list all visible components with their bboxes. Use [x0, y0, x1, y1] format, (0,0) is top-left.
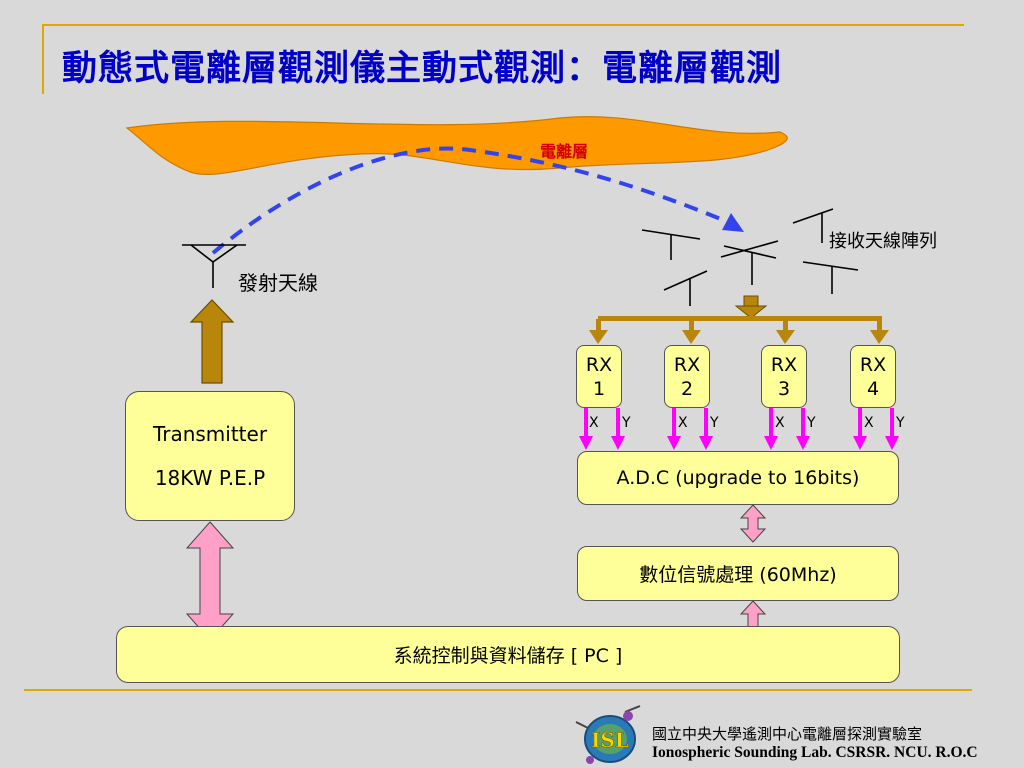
dsp-box: 數位信號處理 (60Mhz) [577, 546, 899, 601]
footer-chinese: 國立中央大學遙測中心電離層探測實驗室 [652, 725, 923, 743]
logo-text: ISL [591, 728, 629, 752]
xy-label-y: Y [622, 415, 631, 431]
xy-label-x: X [589, 415, 599, 431]
rx-box-2: RX 2 [664, 345, 710, 408]
rx-box-number: 2 [680, 377, 694, 400]
adc-box: A.D.C (upgrade to 16bits) [577, 451, 899, 505]
rx-box-number: 4 [866, 377, 880, 400]
rx-box-number: 3 [777, 377, 791, 400]
rx-distribution-bar [589, 316, 889, 344]
ionosphere-label: 電離層 [540, 142, 589, 161]
rx-box-label: RX [673, 353, 701, 376]
tx-antenna-icon [182, 244, 246, 288]
rx-box-4: RX 4 [850, 345, 896, 408]
propagation-arrowhead [722, 213, 744, 232]
propagation-path [211, 146, 736, 255]
footer-rule [24, 689, 972, 691]
xy-label-y: Y [710, 415, 719, 431]
transmitter-line1: Transmitter [152, 422, 268, 446]
footer-english: Ionospheric Sounding Lab. CSRSR. NCU. R.… [652, 744, 978, 761]
tx-up-arrow [189, 299, 235, 384]
rx-box-1: RX 1 [576, 345, 622, 408]
isl-logo-icon: ISL [575, 705, 641, 764]
title-left-rule [42, 24, 44, 94]
xy-label-x: X [775, 415, 785, 431]
xy-label-y: Y [807, 415, 816, 431]
xy-label-x: X [678, 415, 688, 431]
rx-box-label: RX [770, 353, 798, 376]
rx-feed-arrow [734, 295, 768, 319]
page-title: 動態式電離層觀測儀主動式觀測：電離層觀測 [62, 48, 783, 89]
transmitter-box: Transmitter 18KW P.E.P [125, 391, 295, 521]
transmitter-line2: 18KW P.E.P [154, 466, 266, 490]
tx-antenna-label: 發射天線 [238, 271, 318, 295]
rx-box-label: RX [859, 353, 887, 376]
title-top-rule [42, 24, 964, 26]
xy-label-y: Y [896, 415, 905, 431]
pc-box: 系統控制與資料儲存 [ PC ] [116, 626, 900, 683]
rx-box-number: 1 [592, 377, 606, 400]
xy-label-x: X [864, 415, 874, 431]
xy-arrows [579, 408, 899, 450]
rx-box-label: RX [585, 353, 613, 376]
rx-antenna-array-icon [641, 208, 859, 306]
ionosphere-band [125, 116, 788, 175]
rx-box-3: RX 3 [761, 345, 807, 408]
rx-array-label: 接收天線陣列 [829, 231, 937, 252]
